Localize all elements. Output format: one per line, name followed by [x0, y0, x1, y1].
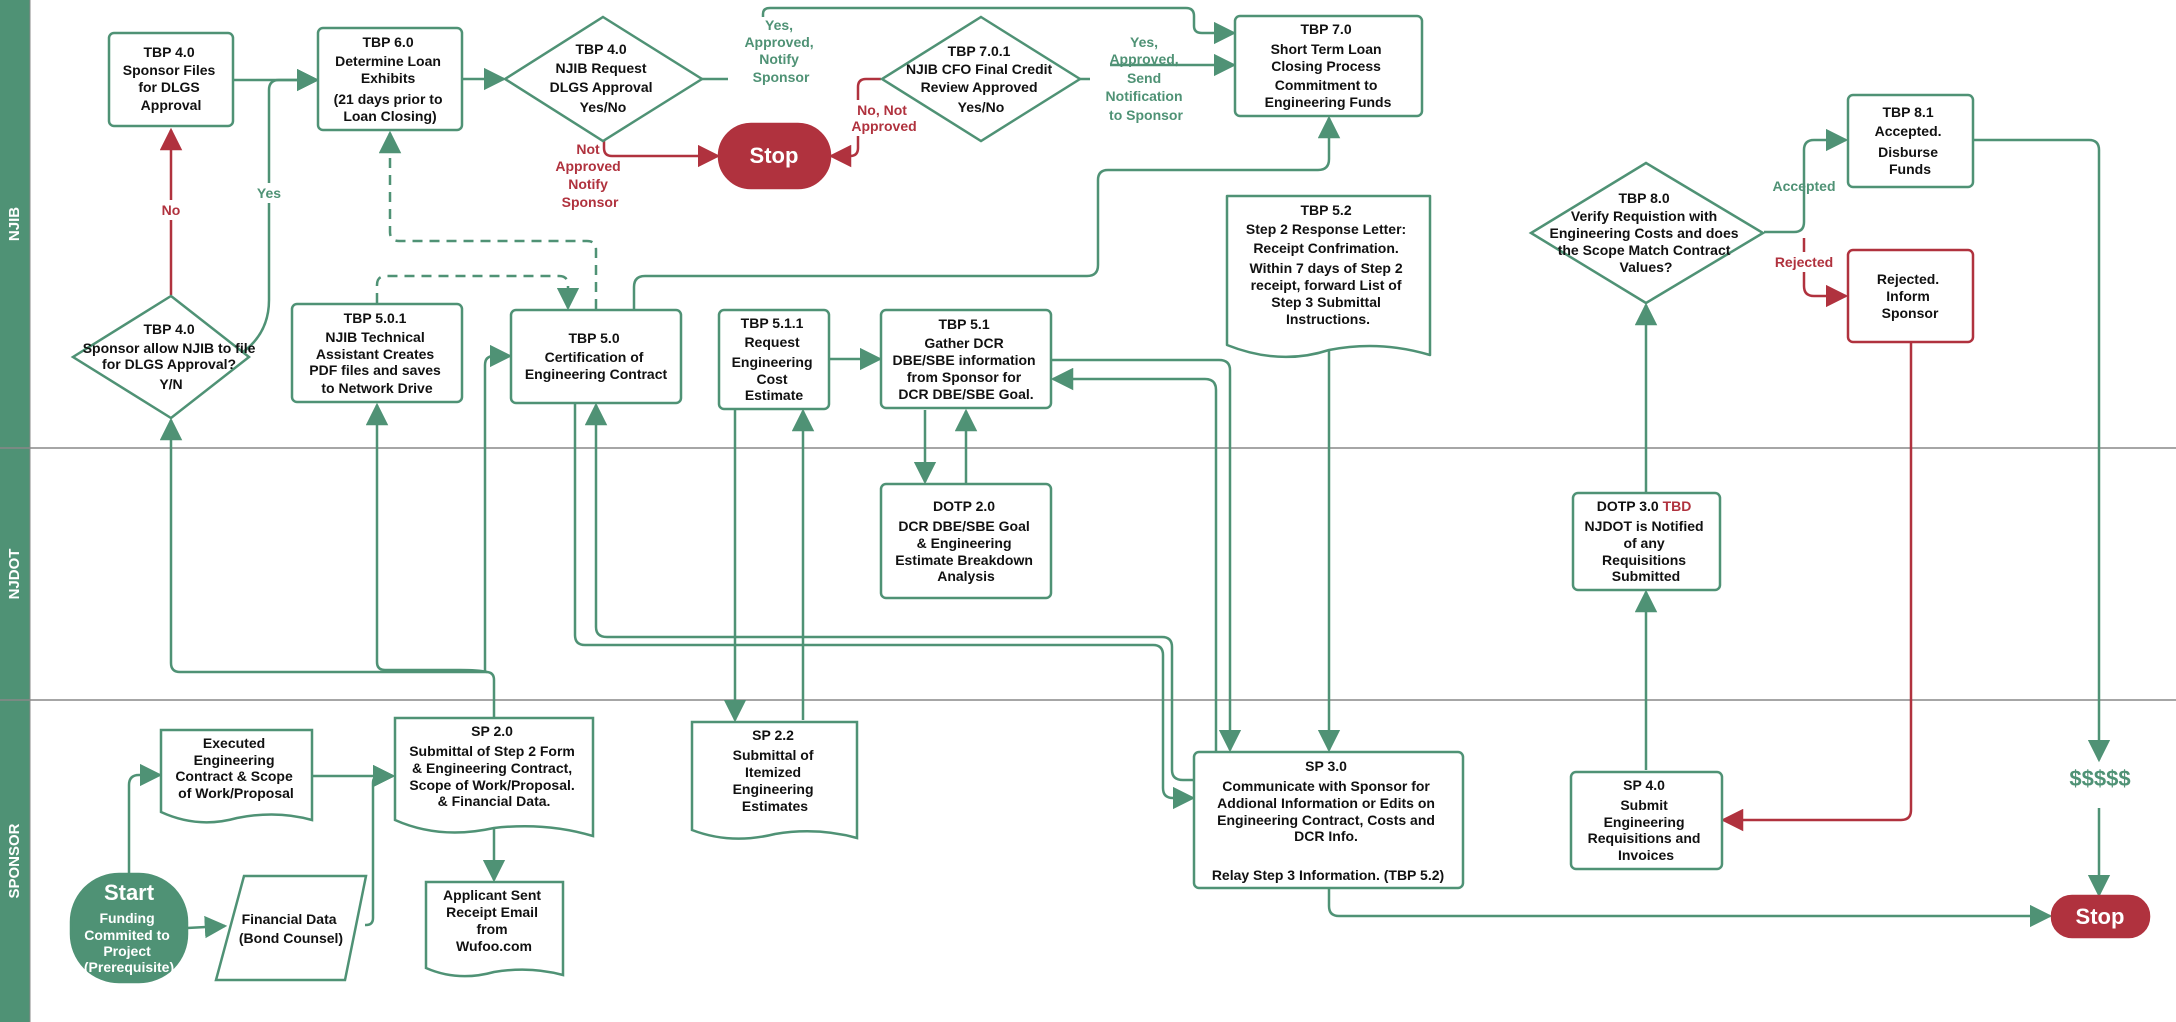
svg-text:Applicant Sent Receipt: Applicant Sent Receipt Email from Wufoo.…	[443, 887, 545, 954]
edge-tbp50-tbp70	[632, 115, 1341, 309]
svg-text:TBP 5.0 Certification: TBP 5.0 Certification of Engineering Con…	[525, 330, 668, 382]
node-start[interactable]: Start Funding Commited to Project (Prere…	[69, 872, 189, 984]
edge-label-yes: Yes	[257, 185, 281, 201]
svg-text:SP 3.0 Communicate wit: SP 3.0 Communicate with Sponsor for Addi…	[1212, 758, 1444, 883]
svg-text:TBP 5.1.1 Request: TBP 5.1.1 Request Engineering Cost Estim…	[732, 315, 817, 403]
edge-start-executed	[127, 763, 163, 875]
node-tbp70[interactable]: TBP 7.0 Short Term Loan Closing Process …	[1233, 14, 1424, 118]
svg-text:TBP 7.0 Short Term Loa: TBP 7.0 Short Term Loan Closing Process …	[1265, 21, 1392, 110]
edge-tbp81-money	[1973, 138, 2111, 763]
svg-text:Financial Data (Bond C: Financial Data (Bond Counsel)	[239, 911, 343, 946]
node-tbp80[interactable]: TBP 8.0 Verify Requistion with Engineeri…	[1528, 161, 1766, 305]
svg-text:TBP 7.0.1 NJIB CFO Fin: TBP 7.0.1 NJIB CFO Final Credit Review A…	[906, 43, 1056, 115]
svg-text:SP 4.0 Submit: SP 4.0 Submit Engineering Requisitions a…	[1588, 777, 1705, 863]
node-tbp511[interactable]: TBP 5.1.1 Request Engineering Cost Estim…	[717, 308, 831, 411]
edge-tbp80-rejected	[1802, 238, 1849, 308]
edge-tbp40request-stop	[602, 140, 721, 168]
edge-tbp50-sp30	[573, 403, 1196, 810]
svg-text:SP 2.2 Submittal of: SP 2.2 Submittal of Itemized Engineering…	[733, 727, 818, 814]
node-stop-bottom[interactable]: Stop	[2050, 894, 2151, 939]
svg-text:Rejected. Inform: Rejected. Inform Sponsor	[1877, 271, 1943, 321]
node-applicant-receipt[interactable]: Applicant Sent Receipt Email from Wufoo.…	[424, 880, 565, 978]
node-tbp40-sponsor-allow[interactable]: TBP 4.0 Sponsor allow NJIB to file for D…	[70, 294, 260, 420]
nodes: TBP 4.0 Sponsor Files for DLGS Approval …	[69, 14, 2151, 984]
node-dotp20[interactable]: DOTP 2.0 DCR DBE/SBE Goal & Engineering …	[879, 482, 1053, 600]
edge-label-yes-approved-notify: Yes, Approved, Notify Sponsor	[744, 17, 817, 85]
node-sp30[interactable]: SP 3.0 Communicate with Sponsor for Addi…	[1192, 750, 1465, 890]
node-tbp51[interactable]: TBP 5.1 Gather DCR DBE/SBE information f…	[879, 308, 1053, 410]
svg-text:DOTP 2.0 DCR DBE/SBE G: DOTP 2.0 DCR DBE/SBE Goal & Engineering …	[895, 498, 1037, 584]
node-money: $$$$$	[2069, 766, 2130, 791]
edge-start-financial	[186, 915, 228, 939]
lane-njib-label: NJIB	[6, 207, 23, 241]
svg-text:$$$$$: $$$$$	[2069, 766, 2130, 791]
edge-label-accepted: Accepted	[1772, 178, 1835, 194]
node-tbp60[interactable]: TBP 6.0 Determine Loan Exhibits (21 days…	[316, 26, 464, 132]
node-tbp40-sponsor-files[interactable]: TBP 4.0 Sponsor Files for DLGS Approval	[107, 31, 235, 128]
svg-text:TBP 4.0 NJIB Request: TBP 4.0 NJIB Request DLGS Approval Yes/N…	[550, 41, 657, 115]
node-tbp501[interactable]: TBP 5.0.1 NJIB Technical Assistant Creat…	[290, 302, 464, 404]
edge-rejected-sp40	[1720, 342, 1913, 832]
edge-sp20-tbp50	[483, 344, 513, 672]
edge-label-yes-approved-send: Yes, Approved, Send Notification to Spon…	[1106, 34, 1187, 123]
node-tbp52[interactable]: TBP 5.2 Step 2 Response Letter: Receipt …	[1225, 194, 1432, 359]
node-sp20[interactable]: SP 2.0 Submittal of Step 2 Form & Engine…	[393, 716, 595, 838]
edge-sp20-tbp501	[365, 402, 488, 674]
svg-text:TBP 8.0 Verify Requist: TBP 8.0 Verify Requistion with Engineeri…	[1550, 190, 1743, 275]
svg-text:Stop: Stop	[750, 143, 799, 168]
edge-labels: No Yes Yes, Approved, Notify Sponsor Not…	[158, 17, 1836, 272]
edge-label-rejected: Rejected	[1775, 254, 1833, 270]
node-financial-data[interactable]: Financial Data (Bond Counsel)	[214, 874, 368, 982]
node-tbp50[interactable]: TBP 5.0 Certification of Engineering Con…	[509, 308, 683, 405]
edge-tbp51-sp30	[1052, 358, 1242, 753]
edge-sp30-tbp51	[1050, 367, 1218, 752]
node-sp22[interactable]: SP 2.2 Submittal of Itemized Engineering…	[690, 720, 859, 840]
node-rejected[interactable]: Rejected. Inform Sponsor	[1846, 248, 1975, 344]
lane-sponsor-label: SPONSOR	[6, 823, 23, 898]
edge-sp30-stop	[1327, 889, 2053, 928]
node-tbp40-njib-request[interactable]: TBP 4.0 NJIB Request DLGS Approval Yes/N…	[502, 15, 705, 143]
svg-text:TBP 4.0 Sponsor allow: TBP 4.0 Sponsor allow NJIB to file for D…	[83, 321, 260, 392]
edge-financial-sp20	[365, 764, 396, 927]
node-sp40[interactable]: SP 4.0 Submit Engineering Requisitions a…	[1569, 770, 1724, 871]
edges	[127, 6, 2111, 939]
edge-label-no: No	[162, 202, 181, 218]
svg-text:TBP 5.0.1 NJIB Technic: TBP 5.0.1 NJIB Technical Assistant Creat…	[309, 310, 444, 396]
node-dotp30[interactable]: DOTP 3.0 TBD NJDOT is Notified of any Re…	[1571, 491, 1722, 592]
svg-text:TBP 5.1 Gather DCR: TBP 5.1 Gather DCR DBE/SBE information f…	[892, 316, 1039, 402]
node-executed-contract[interactable]: Executed Engineering Contract & Scope of…	[159, 728, 314, 824]
svg-text:TBP 4.0 Sponsor Files: TBP 4.0 Sponsor Files for DLGS Approval	[123, 44, 219, 113]
edge-label-not-approved-notify: Not Approved Notify Sponsor	[555, 141, 624, 210]
edge-tbp50-tbp60	[378, 130, 598, 309]
edge-sp20-tbp40allow	[159, 417, 496, 718]
edge-tbp40request-tbp70	[702, 6, 1234, 81]
edge-label-no-not-approved: No, Not Approved	[851, 102, 916, 134]
node-stop-top[interactable]: Stop	[717, 122, 832, 190]
svg-text:Start: Start	[104, 880, 155, 905]
svg-text:TBP 8.1 Accepted.: TBP 8.1 Accepted. Disburse Funds	[1875, 104, 1946, 177]
svg-text:TBP 5.2 Step 2 Respons: TBP 5.2 Step 2 Response Letter: Receipt …	[1246, 202, 1410, 327]
svg-text:TBP 6.0 Determine Loan: TBP 6.0 Determine Loan Exhibits (21 days…	[334, 34, 447, 124]
lane-njdot-label: NJDOT	[6, 549, 23, 600]
svg-text:SP 2.0 Submittal of St: SP 2.0 Submittal of Step 2 Form & Engine…	[409, 723, 579, 809]
edge-tbp501-tbp50	[375, 274, 580, 311]
edge-sp30-tbp50	[584, 402, 1193, 782]
svg-text:Stop: Stop	[2076, 904, 2125, 929]
node-tbp701[interactable]: TBP 7.0.1 NJIB CFO Final Credit Review A…	[879, 15, 1083, 143]
svg-text:DOTP 3.0 TBD NJDOT is: DOTP 3.0 TBD NJDOT is Notified of any Re…	[1585, 498, 1708, 584]
svg-text:Executed Engineering: Executed Engineering Contract & Scope of…	[175, 735, 296, 801]
svg-text:Funding Commited to: Funding Commited to Project (Prerequisit…	[84, 910, 174, 975]
node-tbp81[interactable]: TBP 8.1 Accepted. Disburse Funds	[1846, 93, 1975, 189]
edge-tbp80-tbp81	[1764, 128, 1849, 234]
